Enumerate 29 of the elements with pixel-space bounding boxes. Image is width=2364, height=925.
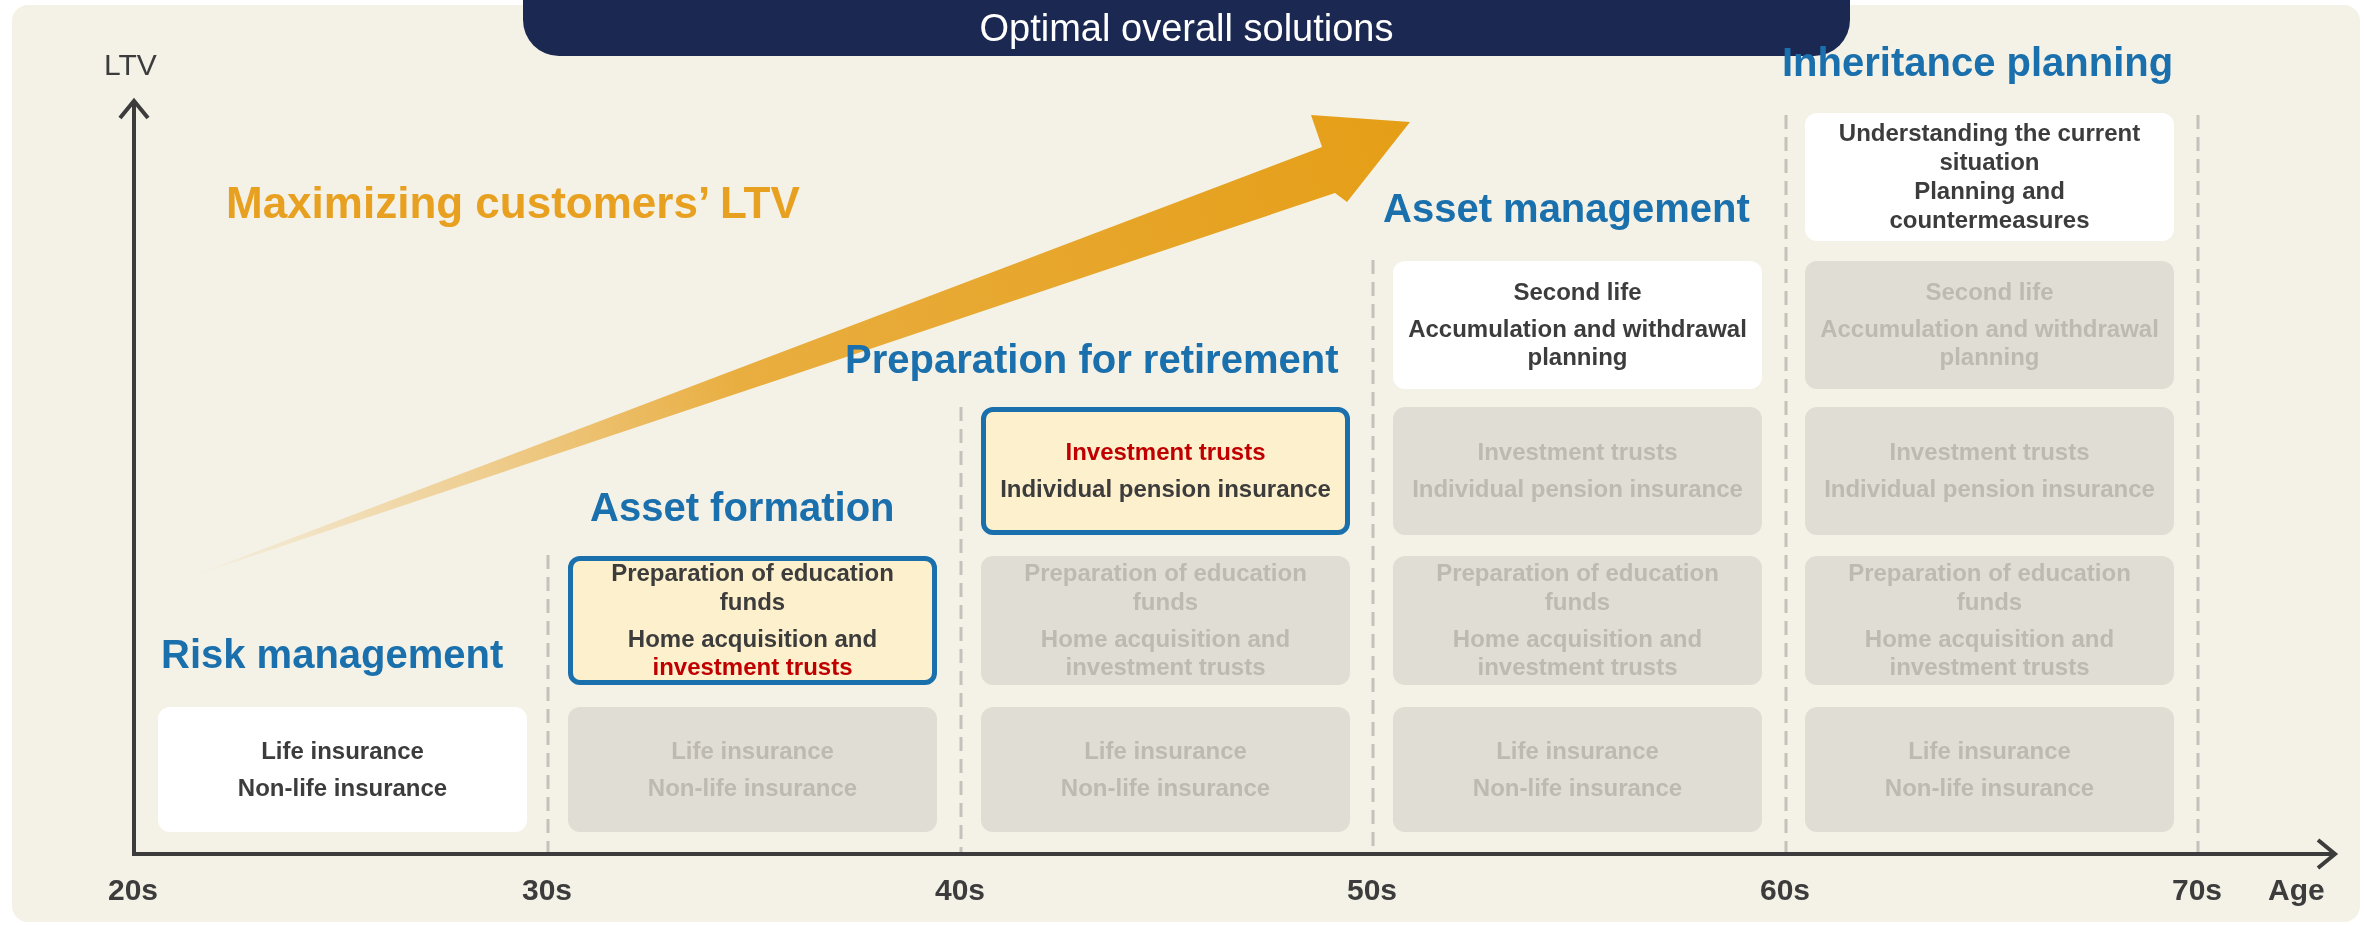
stage-heading: Asset formation <box>590 485 895 530</box>
slogan-text: Maximizing customers’ LTV <box>226 178 800 228</box>
tick-label: 20s <box>108 873 159 907</box>
tick-label: 50s <box>1347 873 1398 907</box>
service-item: Accumulation and withdrawal planning <box>1407 314 1748 373</box>
service-item: Individual pension insurance <box>999 475 1332 504</box>
service-item: Investment trusts <box>1064 438 1267 467</box>
service-item: Second life <box>1512 277 1643 307</box>
tick-label: 60s <box>1760 873 1811 907</box>
stage-heading: Asset management <box>1383 186 1750 231</box>
service-item: investment trusts <box>651 653 854 683</box>
axis-label: LTV <box>104 48 157 82</box>
service-item: Home acquisition and <box>626 624 879 654</box>
service-item: Non-life insurance <box>236 773 449 803</box>
highlighted-service-card <box>981 407 1350 535</box>
highlighted-service-card <box>568 556 937 685</box>
service-item: Life insurance <box>260 736 425 766</box>
tick-label: 30s <box>522 873 573 907</box>
service-item: Planning and countermeasures <box>1888 177 2091 235</box>
service-item: Understanding the current situation <box>1837 119 2142 177</box>
stage-heading: Risk management <box>161 632 504 677</box>
stage-heading: Preparation for retirement <box>845 337 1339 382</box>
axis-label: Age <box>2268 873 2325 907</box>
tick-label: 40s <box>935 873 986 907</box>
service-item: Preparation of education funds <box>610 558 895 617</box>
tick-label: 70s <box>2172 873 2223 907</box>
service-card <box>1805 113 2174 241</box>
service-card <box>158 707 527 832</box>
service-card <box>1393 261 1762 389</box>
